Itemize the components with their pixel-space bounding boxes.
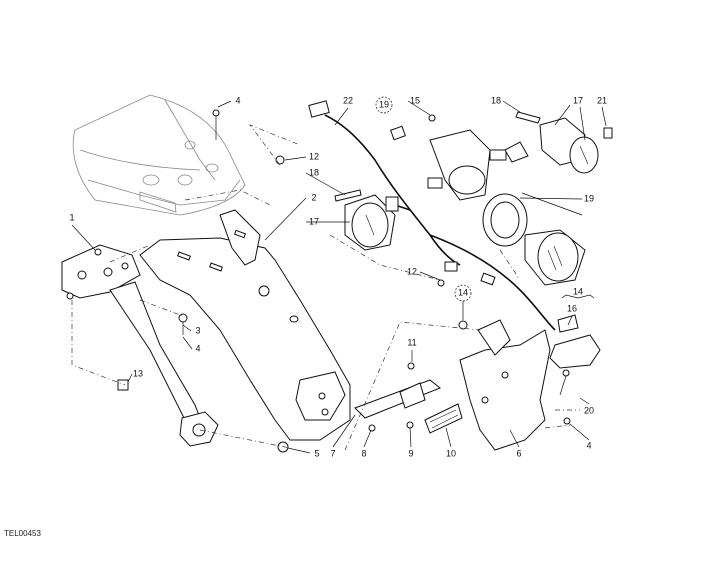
label-17-top: 17 [573,95,583,105]
label-16: 16 [567,303,577,313]
label-21: 21 [597,95,607,105]
part-16-plate-light [549,314,601,369]
label-19-right: 19 [584,193,594,203]
label-12-top: 12 [309,151,319,161]
seat-frame-ghost [72,94,246,216]
label-14-circ: 14 [458,287,468,297]
label-3: 3 [195,325,200,335]
label-19-top: 19 [379,99,389,109]
label-4-left: 4 [195,343,200,353]
label-7: 7 [330,448,335,458]
part-2-rear-mudguard [139,209,351,441]
label-13: 13 [133,368,143,378]
part-6-plate-holder [459,319,551,451]
part-19-tail-lamp [482,193,586,286]
label-15: 15 [410,95,420,105]
fasteners [117,109,613,453]
label-4-top: 4 [235,95,240,105]
label-1: 1 [69,212,74,222]
label-5: 5 [314,448,319,458]
label-18-left: 18 [309,167,319,177]
label-6: 6 [516,448,521,458]
label-17-left: 17 [309,216,319,226]
leader-lines [71,100,607,454]
label-14-circ-circle [454,284,472,302]
label-22: 22 [343,95,353,105]
alignment-lines [71,124,580,451]
reference-code: TEL00453 [4,529,41,538]
part-7-reflector-bracket [354,379,441,419]
callout-labels: 4 22 19 15 18 17 21 12 18 2 19 1 17 12 14 14 16 3 11 4 13 20 4… [69,95,607,458]
part-10-reflector [424,403,463,434]
label-10: 10 [446,448,456,458]
part-17-indicator-left [344,194,396,251]
label-14-brace: 14 [573,286,583,296]
label-2: 2 [311,192,316,202]
label-11: 11 [407,337,416,347]
label-12-mid: 12 [407,266,417,276]
label-20: 20 [584,405,594,415]
label-8: 8 [361,448,366,458]
part-1-support-bracket [61,244,219,447]
label-19-top-circle [375,96,393,114]
label-9: 9 [408,448,413,458]
label-4-right: 4 [586,440,591,450]
part-22-wiring-harness [308,100,556,331]
part-17-indicator-right [504,117,599,174]
part-15-tail-light-housing [427,129,507,201]
label-18-top: 18 [491,95,501,105]
